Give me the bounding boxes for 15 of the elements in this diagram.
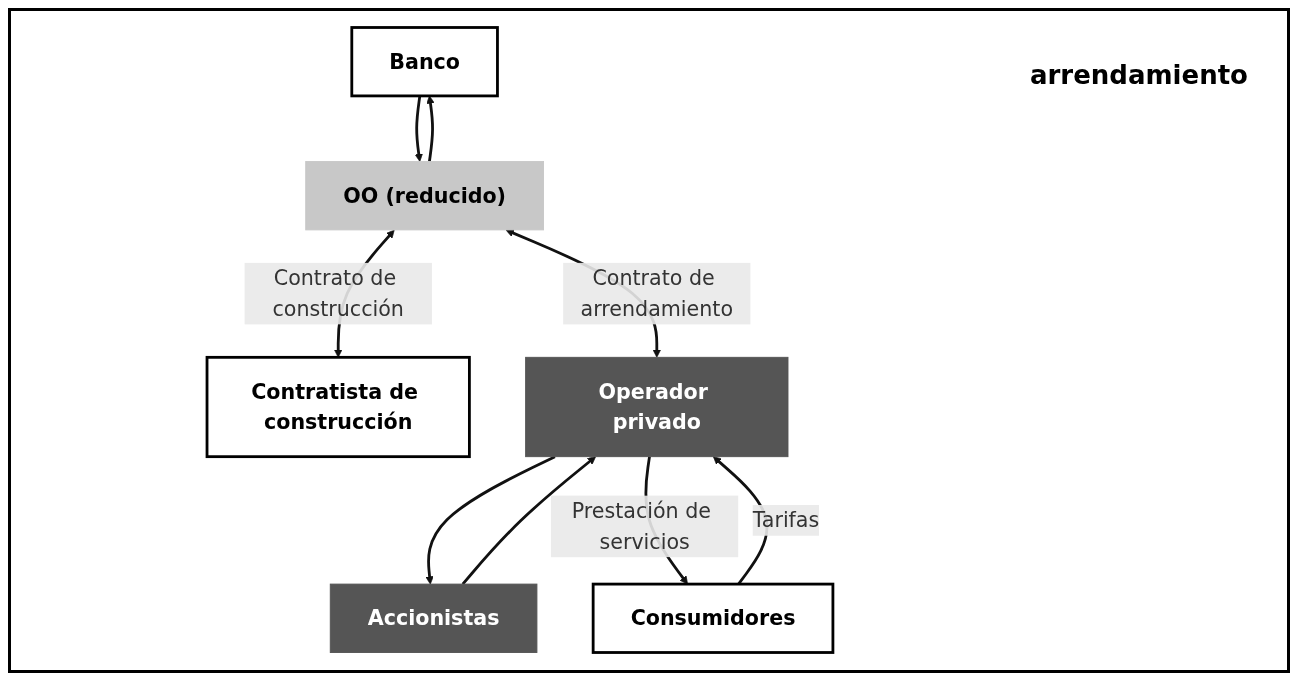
edge-label: Tarifas <box>752 508 820 533</box>
note-text: arrendamiento <box>1030 60 1249 90</box>
arrow <box>425 455 556 585</box>
arrow <box>414 95 423 162</box>
edge-label: Contrato de construcción <box>272 266 404 321</box>
edge-label: Prestación de servicios <box>571 499 712 554</box>
node-box: OO (reducido) <box>305 161 545 231</box>
arrow <box>426 95 435 162</box>
node-box: Contratista de construcción <box>205 355 471 459</box>
node-box: Banco <box>350 26 499 98</box>
arrow <box>461 456 596 585</box>
node-box: Operador privado <box>525 356 789 458</box>
node-box: Accionistas <box>329 583 538 653</box>
node-box: Consumidores <box>591 582 835 654</box>
edge-label: Contrato de arrendamiento <box>580 266 734 321</box>
